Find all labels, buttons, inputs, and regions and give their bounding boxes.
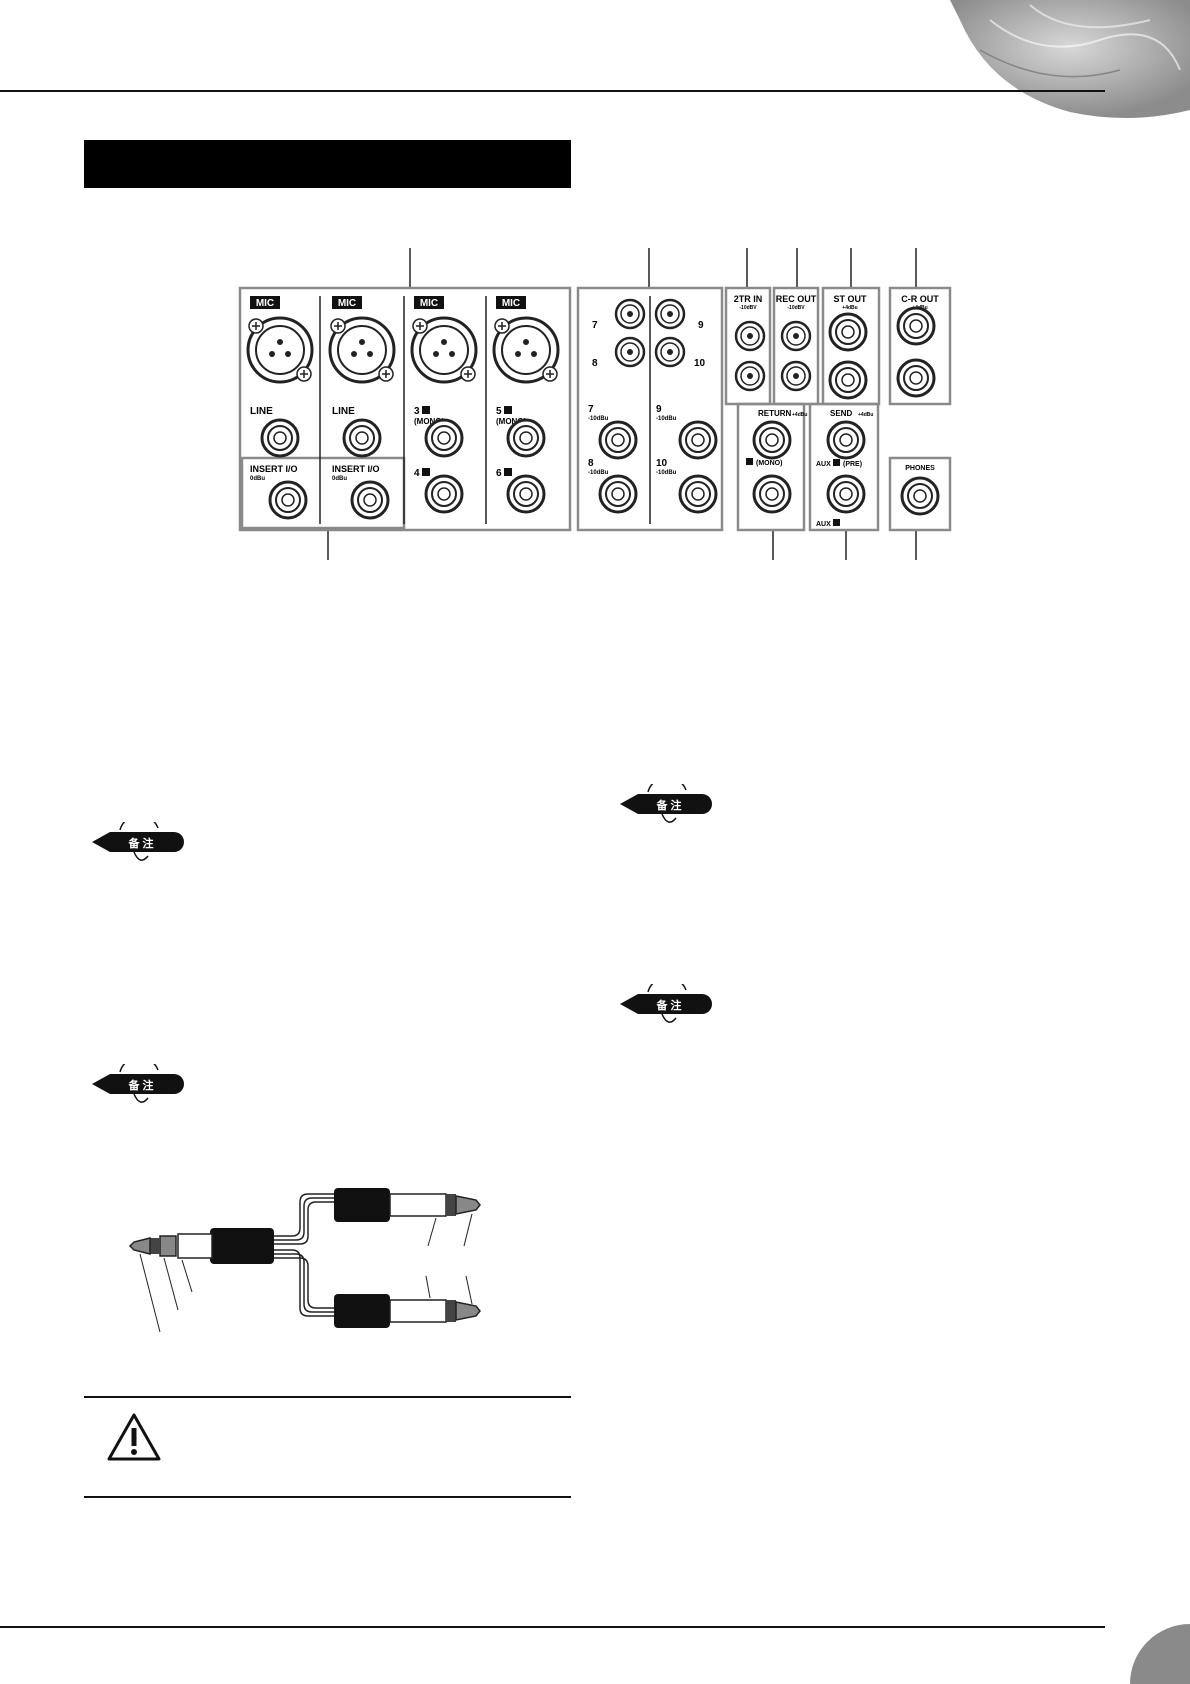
phone-jack-icon <box>828 312 868 352</box>
two-tr-in-level: -10dBV <box>739 305 757 311</box>
note-icon: 备 注 <box>92 1064 184 1103</box>
mic-label: MIC <box>420 298 438 309</box>
st-out-level: +4dBu <box>842 305 857 311</box>
send-label: SEND <box>830 409 852 418</box>
rca-jack-icon <box>734 320 766 352</box>
mic-label: MIC <box>338 298 356 309</box>
ch5-number: 5 <box>496 406 502 417</box>
rca-jack-icon <box>654 298 686 330</box>
rca-ch7: 7 <box>592 320 598 331</box>
phone-jack-icon <box>506 418 546 458</box>
phone-jack-icon <box>268 480 308 520</box>
phones-label: PHONES <box>905 465 935 472</box>
rca-jack-icon <box>780 320 812 352</box>
insert-cable-diagram <box>128 1188 481 1333</box>
mic-label: MIC <box>502 298 520 309</box>
cr-out-label: C-R OUT <box>901 294 939 304</box>
phone-jack-icon <box>260 418 300 458</box>
trs-ch7: 7 <box>588 404 594 415</box>
phone-jack-icon <box>896 306 936 346</box>
note-label: 备 注 <box>655 798 681 812</box>
trs-ch9: 9 <box>656 404 662 415</box>
note-icon: 备 注 <box>620 784 712 823</box>
trs-level: -10dBu <box>656 470 677 476</box>
phone-jack-icon <box>826 420 866 460</box>
note-label: 备 注 <box>127 1078 153 1092</box>
page-number-badge <box>1130 1624 1190 1684</box>
line-label: LINE <box>332 406 355 417</box>
phone-jack-icon <box>342 418 382 458</box>
rca-jack-icon <box>780 360 812 392</box>
phone-jack-icon <box>896 358 936 398</box>
warning-icon <box>107 1413 161 1461</box>
trs-level: -10dBu <box>588 470 609 476</box>
trs-level: -10dBu <box>656 416 677 422</box>
aux1-label: AUX <box>816 461 831 468</box>
rec-out-level: -10dBV <box>787 305 805 311</box>
phone-jack-icon <box>752 420 792 460</box>
rca-jack-icon <box>614 298 646 330</box>
send-level: +4dBu <box>858 412 873 418</box>
rca-ch8: 8 <box>592 358 598 369</box>
aux1-pre-label: (PRE) <box>843 461 862 468</box>
rca-jack-icon <box>734 360 766 392</box>
phone-jack-icon <box>826 474 866 514</box>
ch3-mono-label: (MONO) <box>414 417 445 426</box>
ch6-number: 6 <box>496 468 502 479</box>
insert-label: INSERT I/O <box>332 464 380 474</box>
phone-jack-icon <box>506 474 546 514</box>
return-mono-label: (MONO) <box>756 460 782 467</box>
insert-label: INSERT I/O <box>250 464 298 474</box>
phone-jack-icon <box>424 474 464 514</box>
rca-ch10: 10 <box>694 358 706 369</box>
note-label: 备 注 <box>655 998 681 1012</box>
rec-out-label: REC OUT <box>776 294 817 304</box>
trs-ch8: 8 <box>588 458 594 469</box>
phone-jack-icon <box>598 420 638 460</box>
phone-jack-icon <box>752 474 792 514</box>
note-icon: 备 注 <box>92 822 184 861</box>
phone-jack-icon <box>678 474 718 514</box>
st-out-label: ST OUT <box>834 294 868 304</box>
insert-level: 0dBu <box>250 476 265 482</box>
ch4-number: 4 <box>414 468 420 479</box>
trs-level: -10dBu <box>588 416 609 422</box>
rca-jack-icon <box>614 336 646 368</box>
ch5-mono-label: (MONO) <box>496 417 527 426</box>
caution-box <box>84 1396 571 1498</box>
rear-panel-diagram: MIC MIC MIC MIC LINE LINE 3 (MONO) 5 (MO… <box>238 248 952 560</box>
phone-jack-icon <box>350 480 390 520</box>
phone-jack-icon <box>828 360 868 400</box>
section-title-bar <box>84 140 571 188</box>
phone-jack-icon <box>598 474 638 514</box>
corner-texture-decoration <box>950 0 1190 119</box>
rca-jack-icon <box>654 336 686 368</box>
trs-ch10: 10 <box>656 458 668 469</box>
return-label: RETURN <box>758 409 792 418</box>
phone-jack-icon <box>900 476 940 516</box>
header-rule <box>0 90 1105 92</box>
insert-level: 0dBu <box>332 476 347 482</box>
phone-jack-icon <box>424 418 464 458</box>
line-label: LINE <box>250 406 273 417</box>
rca-ch9: 9 <box>698 320 704 331</box>
phone-jack-icon <box>678 420 718 460</box>
ch3-number: 3 <box>414 406 420 417</box>
footer-rule <box>0 1626 1105 1628</box>
return-level: +4dBu <box>792 412 807 418</box>
two-tr-in-label: 2TR IN <box>734 294 763 304</box>
aux2-label: AUX <box>816 521 831 528</box>
note-label: 备 注 <box>127 836 153 850</box>
note-icon: 备 注 <box>620 984 712 1023</box>
mic-label: MIC <box>256 298 274 309</box>
